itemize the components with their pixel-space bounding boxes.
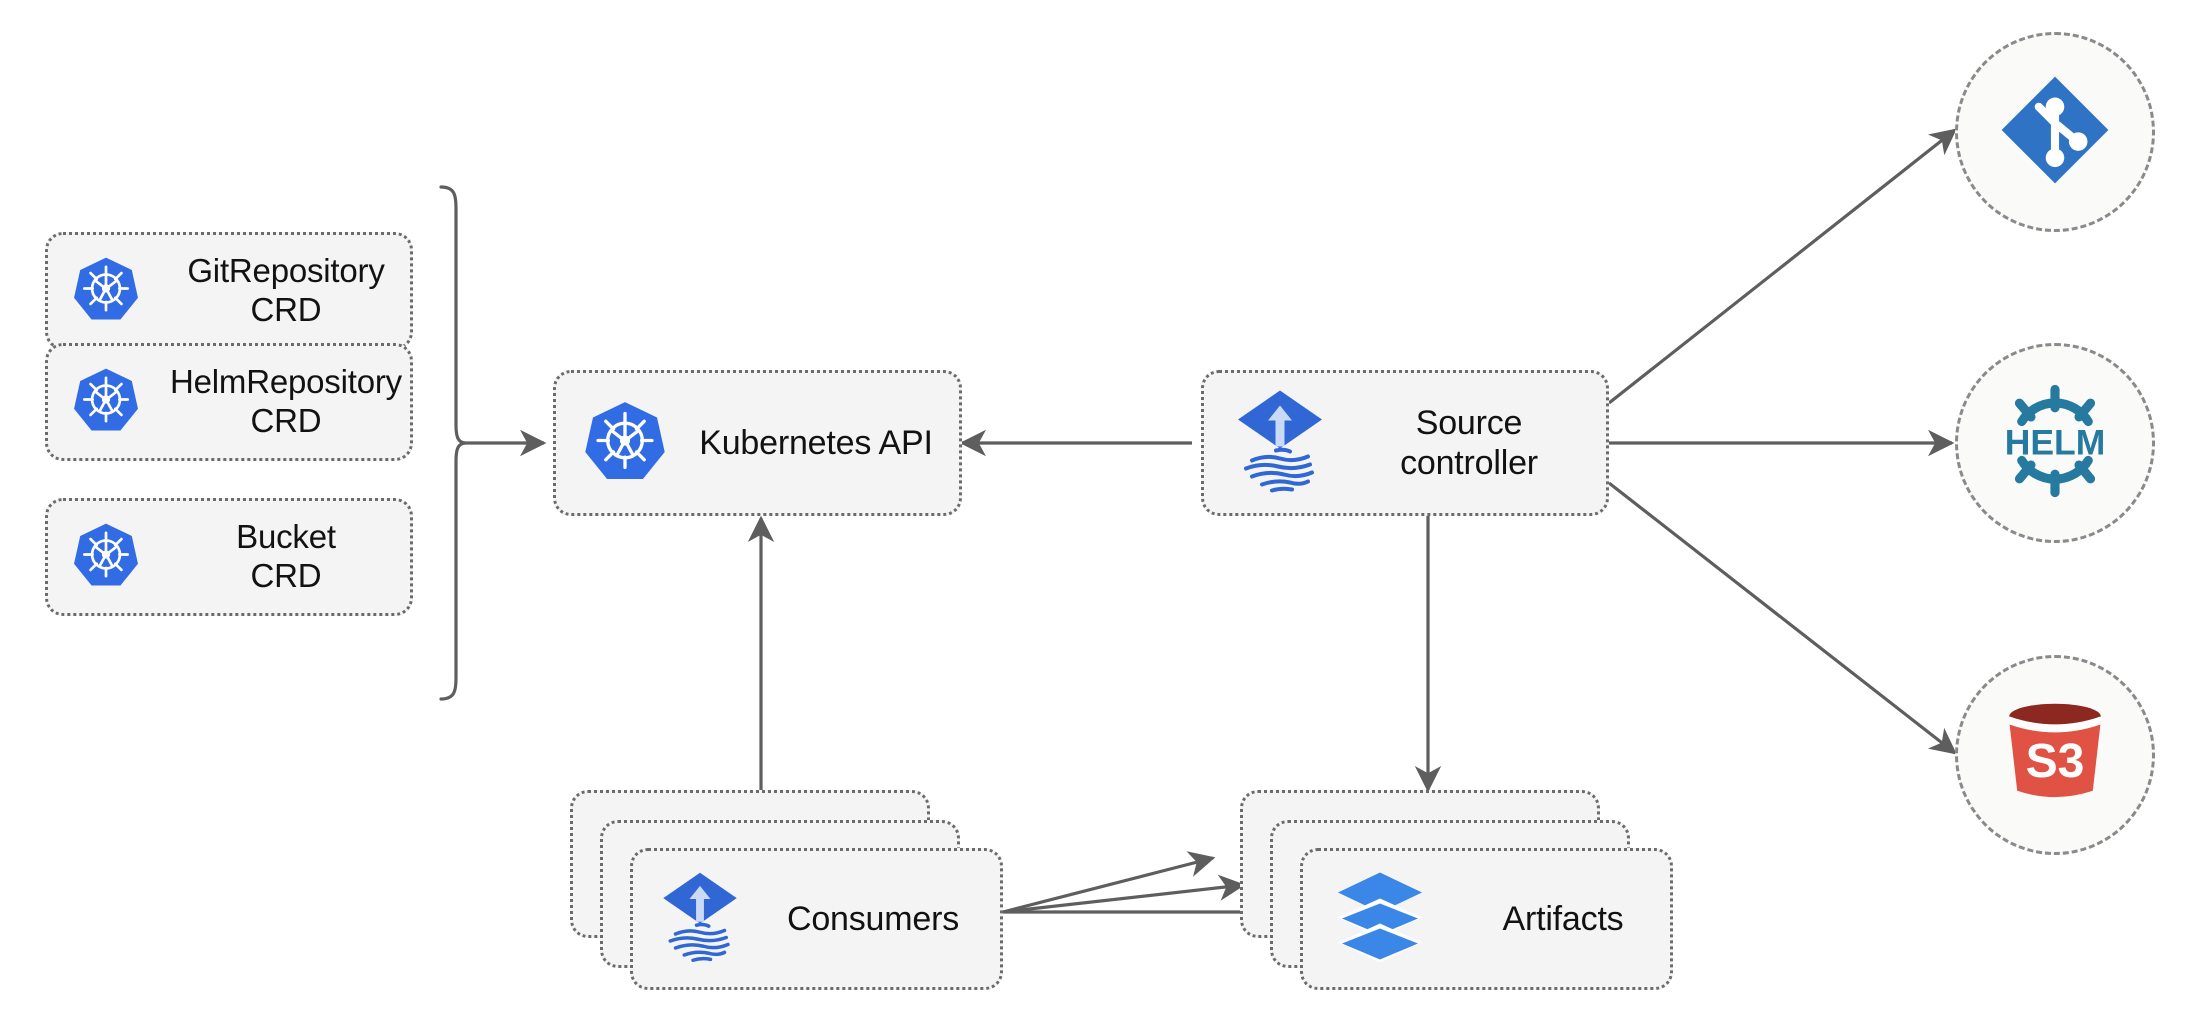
crd-label: HelmRepository CRD — [170, 363, 402, 439]
crd-box-bucket[interactable]: Bucket CRD — [45, 498, 413, 616]
kubernetes-icon — [73, 367, 139, 438]
artifacts-stack[interactable]: Artifacts — [1240, 790, 1690, 990]
source-controller-box[interactable]: Source controller — [1201, 370, 1609, 516]
helm-wordmark: HELM — [2005, 422, 2106, 462]
layers-icon — [1335, 871, 1425, 968]
consumers-card-front[interactable]: Consumers — [630, 848, 1003, 990]
artifacts-card-front[interactable]: Artifacts — [1300, 848, 1673, 990]
wire-consumers-to-artifacts-2 — [1002, 874, 1246, 914]
helm-icon: HELM — [1992, 378, 2118, 509]
consumers-stack[interactable]: Consumers — [570, 790, 1010, 990]
git-icon — [1997, 72, 2113, 193]
consumers-label: Consumers — [786, 899, 960, 938]
wire-source-to-git — [1608, 128, 1957, 405]
helm-endpoint[interactable]: HELM — [1955, 343, 2155, 543]
crd-label: GitRepository CRD — [187, 252, 385, 328]
crd-box-helmrepository[interactable]: HelmRepository CRD — [45, 343, 413, 461]
crd-box-gitrepository[interactable]: GitRepository CRD — [45, 232, 413, 350]
s3-bucket-icon: S3 — [1992, 690, 2118, 821]
flux-icon — [658, 869, 742, 970]
artifacts-label: Artifacts — [1502, 899, 1624, 938]
flux-icon — [1232, 387, 1328, 500]
kubernetes-api-label: Kubernetes API — [699, 423, 933, 462]
git-endpoint[interactable] — [1955, 32, 2155, 232]
kubernetes-icon — [73, 522, 139, 593]
wire-consumers-to-artifacts-1 — [1002, 851, 1216, 914]
s3-endpoint[interactable]: S3 — [1955, 655, 2155, 855]
source-controller-label: Source controller — [1400, 403, 1538, 482]
s3-wordmark: S3 — [2026, 734, 2085, 788]
kubernetes-api-box[interactable]: Kubernetes API — [553, 370, 962, 516]
crd-label: Bucket CRD — [236, 518, 336, 594]
crd-group-brace — [439, 185, 467, 701]
kubernetes-icon — [584, 400, 666, 487]
kubernetes-icon — [73, 256, 139, 327]
wire-source-to-s3 — [1608, 481, 1957, 755]
